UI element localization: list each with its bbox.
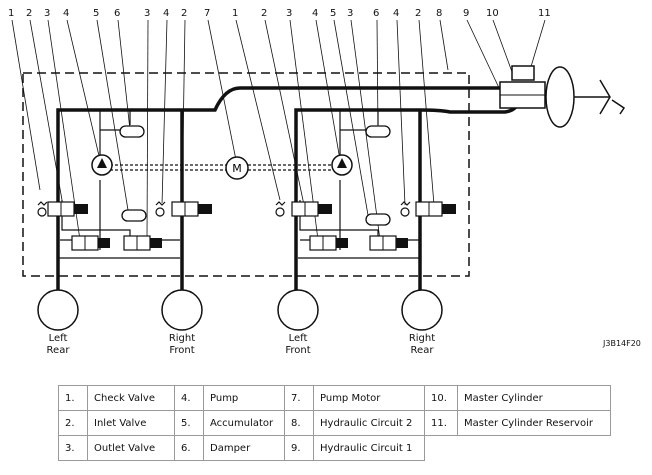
legend-number: 1. bbox=[58, 385, 88, 411]
wheel-right-front bbox=[161, 289, 203, 331]
callout-label: 6 bbox=[373, 8, 379, 19]
modulator-boundary bbox=[22, 72, 470, 277]
legend-label: Check Valve bbox=[87, 385, 175, 411]
accumulator-icon bbox=[121, 209, 147, 222]
inlet-valve-icon bbox=[415, 201, 456, 217]
callout-label: 3 bbox=[286, 8, 292, 19]
callout-label: 9 bbox=[463, 8, 469, 19]
pump-motor-icon: M bbox=[225, 156, 249, 180]
outlet-valve-icon bbox=[369, 235, 408, 251]
callout-label: 2 bbox=[26, 8, 32, 19]
legend-number: 10. bbox=[424, 385, 458, 411]
figure-reference: J3B14F20 bbox=[602, 339, 641, 348]
callout-label: 7 bbox=[204, 8, 210, 19]
callout-label: 4 bbox=[163, 8, 169, 19]
pump-icon bbox=[91, 154, 113, 176]
legend-label: Hydraulic Circuit 1 bbox=[313, 435, 425, 461]
legend-row: 2. Inlet Valve 5. Accumulator 8. Hydraul… bbox=[58, 410, 611, 436]
callout-label: 4 bbox=[393, 8, 399, 19]
legend-label: Accumulator bbox=[203, 410, 285, 436]
inlet-valve-icon bbox=[47, 201, 88, 217]
pump-icon bbox=[331, 154, 353, 176]
callout-label: 5 bbox=[93, 8, 99, 19]
check-valve-icon bbox=[275, 201, 286, 217]
abs-hydraulic-diagram: 1 2 3 4 5 6 3 4 2 7 1 2 3 4 5 3 6 4 2 8 … bbox=[8, 8, 641, 356]
hydraulic-circuit-2 bbox=[56, 86, 514, 290]
pump-motor-shaft bbox=[100, 164, 340, 171]
outlet-valve-icon bbox=[123, 235, 162, 251]
legend-number: 5. bbox=[174, 410, 204, 436]
outlet-valve-icon bbox=[71, 235, 110, 251]
callout-leaders bbox=[11, 19, 546, 241]
check-valve-icon bbox=[155, 201, 166, 217]
legend-label: Pump Motor bbox=[313, 385, 425, 411]
callout-label: 6 bbox=[114, 8, 120, 19]
legend-number: 2. bbox=[58, 410, 88, 436]
callout-label: 4 bbox=[312, 8, 318, 19]
legend-label: Damper bbox=[203, 435, 285, 461]
legend-label: Inlet Valve bbox=[87, 410, 175, 436]
inlet-valve-icon bbox=[171, 201, 212, 217]
legend-number: 9. bbox=[284, 435, 314, 461]
inlet-valve-icon bbox=[291, 201, 332, 217]
callout-label: 2 bbox=[261, 8, 267, 19]
legend-label: Master Cylinder bbox=[457, 385, 611, 411]
brake-booster-icon bbox=[545, 66, 626, 128]
callout-label: 3 bbox=[144, 8, 150, 19]
wheel-label: Right bbox=[409, 333, 435, 344]
accumulator-icon bbox=[365, 213, 391, 226]
wheel-label: Front bbox=[169, 345, 194, 356]
wheel-label: Left bbox=[49, 333, 68, 344]
pump-motor-label: M bbox=[232, 162, 242, 175]
legend-number: 6. bbox=[174, 435, 204, 461]
wheel-label: Rear bbox=[47, 345, 71, 356]
wheel-label: Front bbox=[285, 345, 310, 356]
legend-number: 3. bbox=[58, 435, 88, 461]
callout-label: 3 bbox=[44, 8, 50, 19]
master-cylinder-icon bbox=[499, 81, 546, 109]
damper-icon bbox=[119, 125, 145, 138]
wheel-label: Left bbox=[289, 333, 308, 344]
check-valve-icon bbox=[400, 201, 411, 217]
outlet-valve-icon bbox=[309, 235, 348, 251]
callout-label: 1 bbox=[8, 8, 14, 19]
master-cylinder-reservoir-icon bbox=[511, 65, 535, 81]
wheel-right-rear bbox=[401, 289, 443, 331]
legend-table: 1. Check Valve 4. Pump 7. Pump Motor 10.… bbox=[58, 385, 611, 461]
callout-label: 2 bbox=[181, 8, 187, 19]
hydraulic-circuit-1 bbox=[294, 99, 520, 290]
legend-row: 1. Check Valve 4. Pump 7. Pump Motor 10.… bbox=[58, 385, 611, 411]
wheel-label: Rear bbox=[411, 345, 435, 356]
callout-label: 4 bbox=[63, 8, 69, 19]
callout-label: 11 bbox=[538, 8, 551, 19]
callout-label: 8 bbox=[436, 8, 442, 19]
legend-label: Hydraulic Circuit 2 bbox=[313, 410, 425, 436]
legend-number: 7. bbox=[284, 385, 314, 411]
wheel-left-rear bbox=[37, 289, 79, 331]
legend-number: 4. bbox=[174, 385, 204, 411]
damper-icon bbox=[365, 125, 391, 138]
callout-label: 1 bbox=[232, 8, 238, 19]
callout-label: 10 bbox=[486, 8, 499, 19]
legend-label: Master Cylinder Reservoir bbox=[457, 410, 611, 436]
callout-label: 5 bbox=[330, 8, 336, 19]
legend-number: 11. bbox=[424, 410, 458, 436]
legend-number: 8. bbox=[284, 410, 314, 436]
legend-label: Outlet Valve bbox=[87, 435, 175, 461]
wheel-left-front bbox=[277, 289, 319, 331]
callout-numbers: 1 2 3 4 5 6 3 4 2 7 1 2 3 4 5 3 6 4 2 8 … bbox=[8, 8, 551, 19]
legend-row: 3. Outlet Valve 6. Damper 9. Hydraulic C… bbox=[58, 435, 611, 461]
callout-label: 3 bbox=[347, 8, 353, 19]
callout-label: 2 bbox=[415, 8, 421, 19]
wheel-label: Right bbox=[169, 333, 195, 344]
legend-label: Pump bbox=[203, 385, 285, 411]
check-valve-icon bbox=[37, 201, 48, 217]
